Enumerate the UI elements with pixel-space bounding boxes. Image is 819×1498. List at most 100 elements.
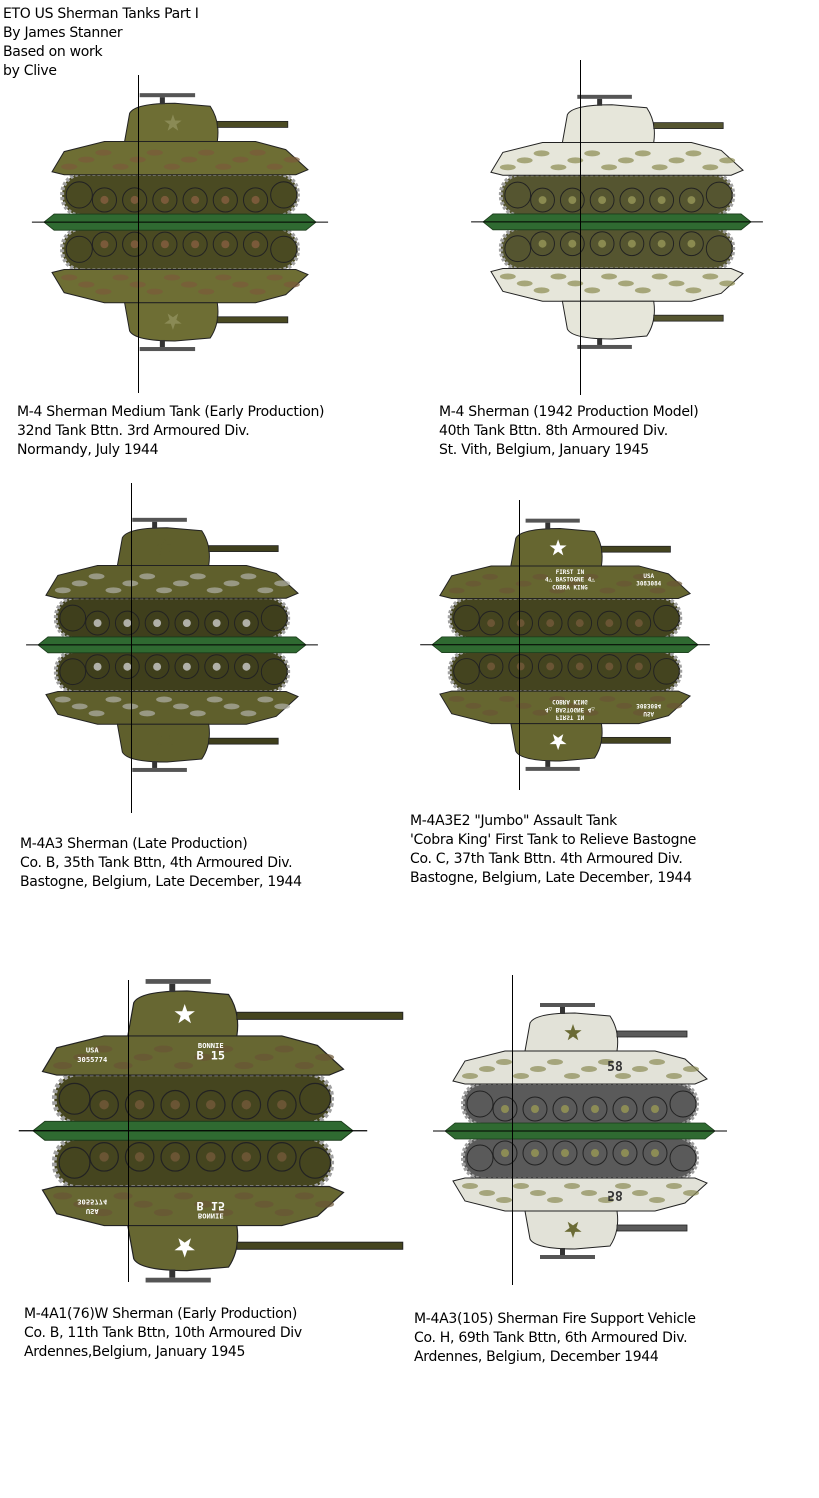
wheel-hub [182, 619, 191, 628]
wheel-hub [160, 240, 169, 249]
star-insignia [174, 1004, 195, 1024]
camouflage-mottle [549, 587, 565, 594]
main-gun [216, 316, 289, 324]
camouflage-mottle [567, 157, 584, 164]
idler-wheel [65, 181, 93, 209]
camouflage-mottle [283, 281, 300, 288]
star-insignia [156, 538, 174, 555]
camouflage-mottle [73, 1053, 93, 1062]
camouflage-mottle [513, 1073, 529, 1079]
camouflage-mottle [240, 573, 257, 580]
camouflage-mottle [581, 1066, 597, 1072]
camouflage-mottle [498, 587, 515, 594]
camouflage-mottle [565, 580, 582, 587]
sheet-header: ETO US Sherman Tanks Part I By James Sta… [3, 5, 199, 81]
camouflage-mottle [616, 703, 632, 710]
caption-line: Ardennes, Belgium, December 1944 [414, 1349, 659, 1365]
wheel-hub [538, 196, 547, 205]
wheel-hub [99, 1152, 109, 1162]
wheel-hub [651, 1105, 659, 1113]
camouflage-mottle [315, 1200, 335, 1209]
main-gun [601, 737, 671, 744]
tank-side-view [45, 517, 299, 642]
hull-marking: USA [86, 1207, 100, 1216]
wheel-hub [153, 662, 162, 671]
machine-gun [145, 1277, 211, 1283]
wheel-hub [242, 662, 251, 671]
camouflage-mottle [113, 1062, 133, 1070]
camouflage-mottle [530, 1190, 546, 1196]
camouflage-mottle [153, 1209, 173, 1217]
camouflage-mottle [601, 164, 617, 171]
camouflage-mottle [113, 1192, 133, 1200]
drive-sprocket [260, 604, 288, 632]
header-author: By James Stanner [3, 25, 123, 41]
machine-gun [540, 1003, 595, 1007]
camouflage-mottle [496, 1197, 512, 1203]
mg-mount [159, 339, 165, 347]
wheel-hub [206, 1152, 216, 1162]
star-insignia [549, 734, 567, 751]
wheel-hub [598, 196, 607, 205]
camouflage-mottle [215, 163, 232, 170]
antenna [519, 500, 520, 790]
camouflage-mottle [139, 710, 156, 717]
header-credit-name: by Clive [3, 63, 57, 79]
camouflage-mottle [274, 580, 291, 587]
hull-marking: 4△ BASTOGNE 4△ [545, 706, 595, 712]
camouflage-mottle [448, 587, 465, 594]
wheel-hub [160, 195, 169, 204]
camouflage-mottle [198, 149, 215, 156]
tank-side-view-mirrored: 58 [452, 1135, 708, 1259]
camouflage-mottle [223, 580, 240, 587]
tank-side-view-mirrored [45, 648, 299, 773]
wheel-hub [516, 619, 525, 628]
camouflage-mottle [516, 280, 533, 287]
camouflage-mottle [584, 150, 601, 157]
camouflage-mottle [533, 287, 550, 294]
wheel-hub [99, 1100, 109, 1110]
wheel-hub [134, 1152, 145, 1162]
camouflage-mottle [649, 696, 666, 703]
camouflage-mottle [666, 580, 683, 587]
tank-side-view-mirrored [490, 225, 744, 350]
tank-side-view-mirrored: FIRST IN4△ BASTOGNE 4△COBRA KINGUSA30830… [439, 648, 692, 772]
camouflage-mottle [257, 696, 274, 703]
camouflage-mottle [702, 164, 719, 171]
main-gun [616, 1224, 688, 1232]
star-insignia [549, 539, 567, 556]
camouflage-mottle [532, 574, 549, 580]
tank-caption-3: M-4A3 Sherman (Late Production)Co. B, 35… [20, 835, 302, 892]
camouflage-mottle [533, 150, 550, 157]
caption-line: M-4 Sherman Medium Tank (Early Productio… [17, 404, 325, 420]
camouflage-mottle [198, 288, 215, 295]
idler-wheel [504, 235, 532, 263]
camouflage-mottle [249, 288, 266, 295]
hull-marking: 3055774 [77, 1055, 107, 1064]
wheel-hub [251, 195, 260, 204]
wheel-hub [123, 619, 132, 628]
camouflage-mottle [156, 587, 172, 594]
camouflage-mottle [547, 1059, 563, 1065]
star-insignia [164, 313, 182, 330]
camouflage-mottle [666, 1183, 682, 1189]
camouflage-mottle [194, 1053, 214, 1062]
camouflage-mottle [482, 710, 499, 716]
camouflage-mottle [617, 157, 634, 164]
wheel-hub [561, 1149, 569, 1157]
camouflage-mottle [93, 1209, 113, 1217]
machine-gun [132, 768, 187, 773]
camouflage-mottle [194, 1200, 214, 1209]
tank-side-view [490, 94, 744, 219]
hull-marking: FIRST IN [556, 570, 585, 576]
camouflage-mottle [189, 710, 206, 717]
main-gun [208, 545, 279, 553]
star-insignia [174, 1238, 195, 1258]
tank-illustration-1 [31, 93, 329, 351]
machine-gun [540, 1255, 595, 1259]
camouflage-mottle [649, 587, 666, 594]
camouflage-mottle [105, 587, 122, 594]
camouflage-mottle [122, 703, 139, 710]
machine-gun [139, 346, 196, 351]
